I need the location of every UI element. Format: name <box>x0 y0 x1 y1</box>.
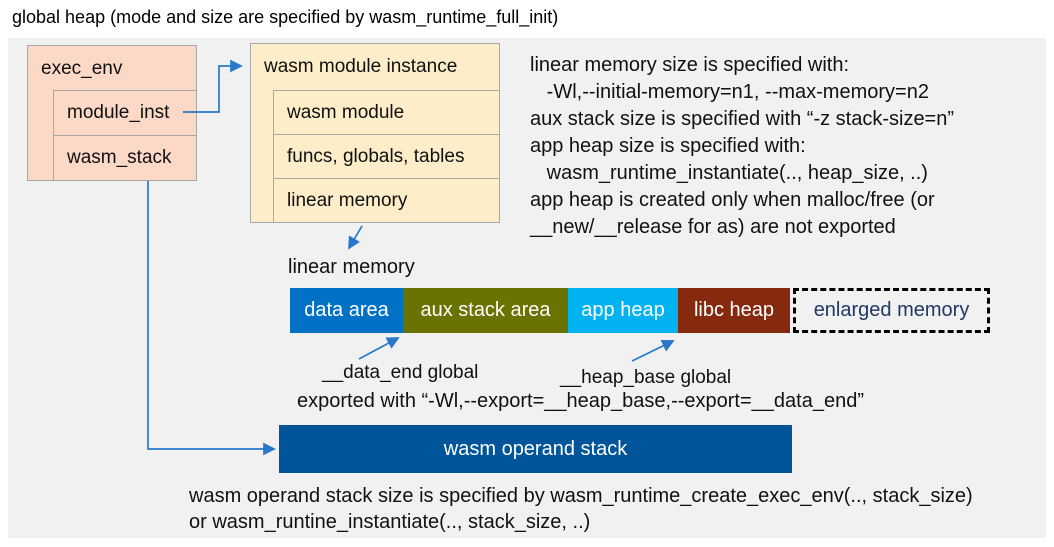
note-line: app heap size is specified with: <box>530 135 806 157</box>
note-line: -Wl,--initial-memory=n1, --max-memory=n2 <box>530 81 929 103</box>
exec-env-row-module-inst: module_inst <box>53 90 197 136</box>
heap-base-global-label: __heap_base global <box>560 367 732 388</box>
note-line: aux stack size is specified with “-z sta… <box>530 108 955 130</box>
module-row-wasm-module: wasm module <box>273 90 500 135</box>
module-row-funcs-globals-tables: funcs, globals, tables <box>273 134 500 179</box>
note-line: linear memory size is specified with: <box>530 54 849 76</box>
wasm-module-instance-header: wasm module instance <box>264 56 458 77</box>
note-line: __new/__release for as) are not exported <box>530 216 896 238</box>
notes-bottom: wasm operand stack size is specified by … <box>189 483 973 535</box>
exec-env-box: exec_env module_inst wasm_stack <box>27 45 197 181</box>
notes-right: linear memory size is specified with: -W… <box>530 52 954 241</box>
memory-segment-app-heap: app heap <box>568 288 678 333</box>
data-end-global-label: __data_end global <box>322 362 479 383</box>
wasm-module-instance-box: wasm module instance wasm module funcs, … <box>250 43 500 223</box>
linear-memory-label: linear memory <box>288 256 415 278</box>
exec-env-header: exec_env <box>41 57 123 79</box>
note-line: wasm_runtime_instantiate(.., heap_size, … <box>530 162 928 184</box>
note-line: app heap is created only when malloc/fre… <box>530 189 935 211</box>
memory-segment-data-area: data area <box>290 288 403 333</box>
note-line: wasm operand stack size is specified by … <box>189 485 973 507</box>
exec-env-row-wasm-stack: wasm_stack <box>53 135 197 181</box>
module-row-linear-memory: linear memory <box>273 178 500 223</box>
linear-memory-bar: data area aux stack area app heap libc h… <box>290 288 990 333</box>
memory-segment-enlarged-memory: enlarged memory <box>793 288 990 333</box>
memory-segment-aux-stack-area: aux stack area <box>403 288 568 333</box>
memory-segment-libc-heap: libc heap <box>678 288 790 333</box>
wasm-operand-stack-bar: wasm operand stack <box>279 425 792 473</box>
exported-with-label: exported with “-Wl,--export=__heap_base,… <box>297 390 864 412</box>
note-line: or wasm_runtine_instantiate(.., stack_si… <box>189 511 591 533</box>
diagram-title: global heap (mode and size are specified… <box>12 7 559 27</box>
